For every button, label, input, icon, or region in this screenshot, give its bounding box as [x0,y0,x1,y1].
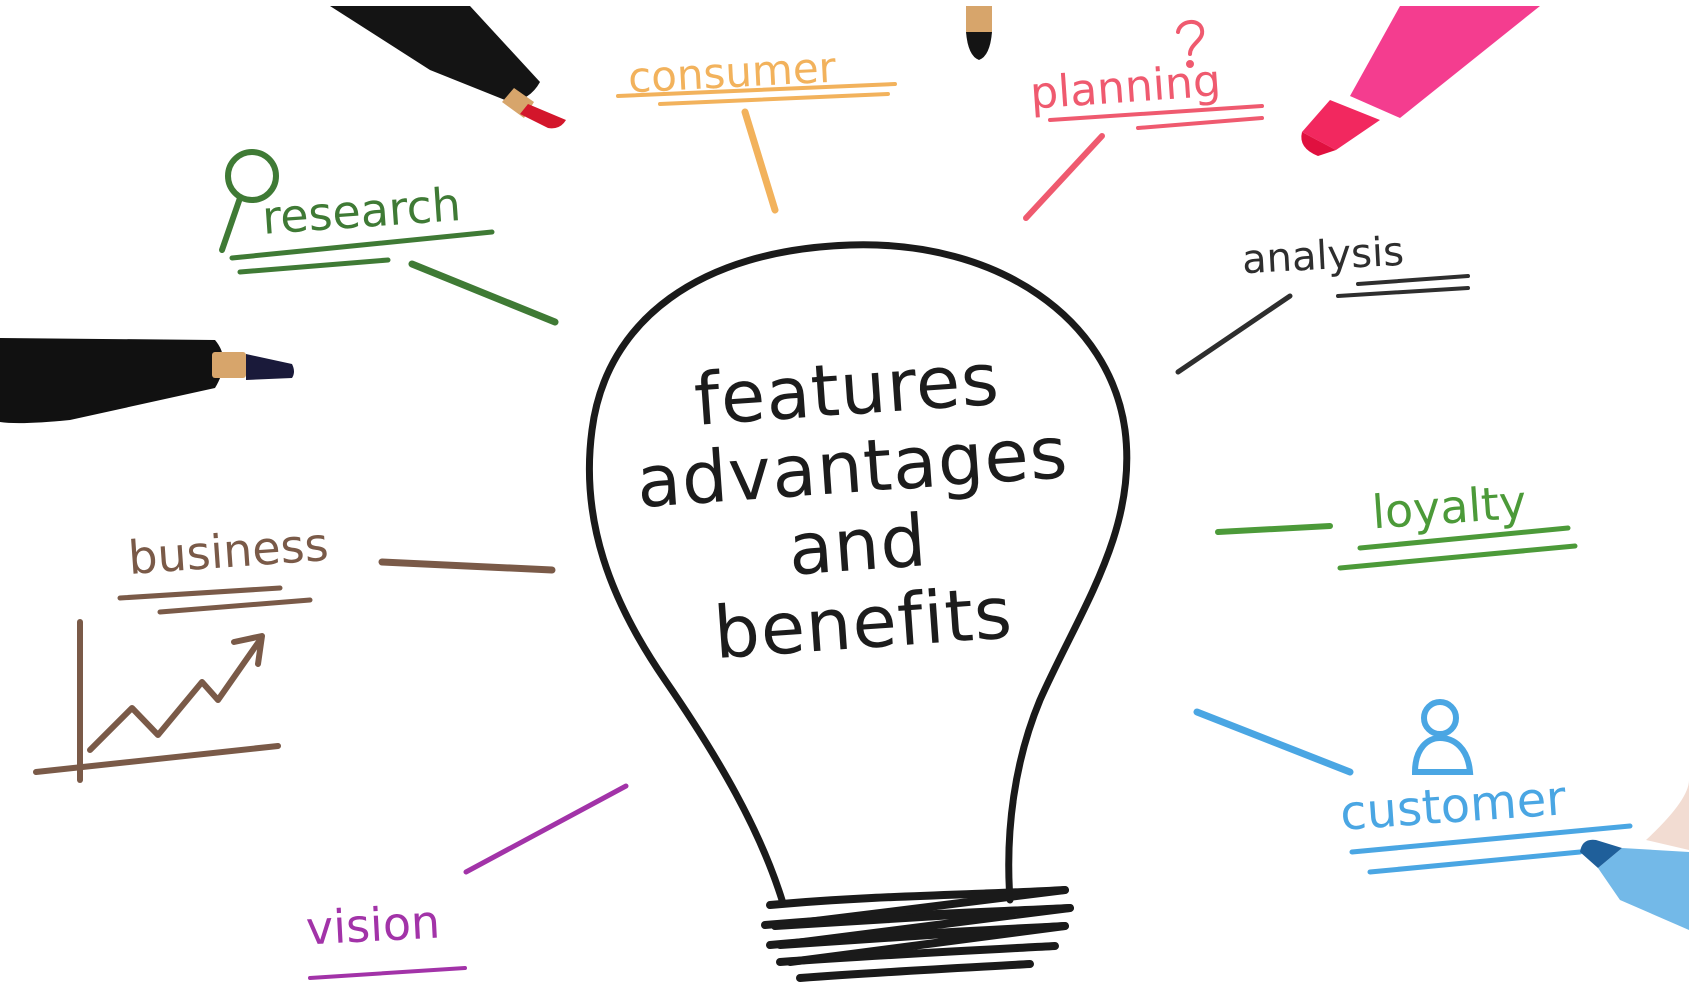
top-pen-tip [966,6,992,60]
magnifier-icon [219,149,279,253]
loyalty-underline [1337,525,1578,571]
question-mark-icon [1176,20,1205,68]
analysis-underline [1336,274,1470,298]
business-underline [117,585,313,615]
consumer-connector [741,108,779,214]
vision-connector [463,783,629,875]
research-underline [229,229,495,275]
research-connector [408,260,559,326]
growth-chart-icon [33,619,281,783]
business-connector [378,558,556,574]
bulb-outline [585,241,1131,904]
planning-label: planning [1028,55,1223,120]
lightbulb [585,241,1131,982]
analysis-connector [1175,293,1293,375]
vision-underline [308,966,467,980]
consumer-underline [616,82,897,106]
bulb-center-text: features advantages and benefits [600,333,1111,678]
consumer-label: consumer [626,42,838,103]
vision-label: vision [304,894,442,956]
planning-connector [1023,133,1105,221]
person-icon [1411,699,1474,775]
business-label: business [126,517,331,585]
bulb-base-scribble [761,886,1074,982]
loyalty-label: loyalty [1370,474,1529,540]
black-marker [0,338,294,424]
blue-marker [1580,780,1689,930]
customer-underline [1349,823,1633,875]
red-marker [330,6,566,129]
analysis-label: analysis [1240,228,1406,284]
customer-connector [1193,708,1354,776]
customer-label: customer [1338,770,1568,842]
research-label: research [260,177,463,245]
loyalty-connector [1215,523,1333,535]
planning-underline [1048,104,1264,130]
pink-highlighter [1301,6,1540,156]
